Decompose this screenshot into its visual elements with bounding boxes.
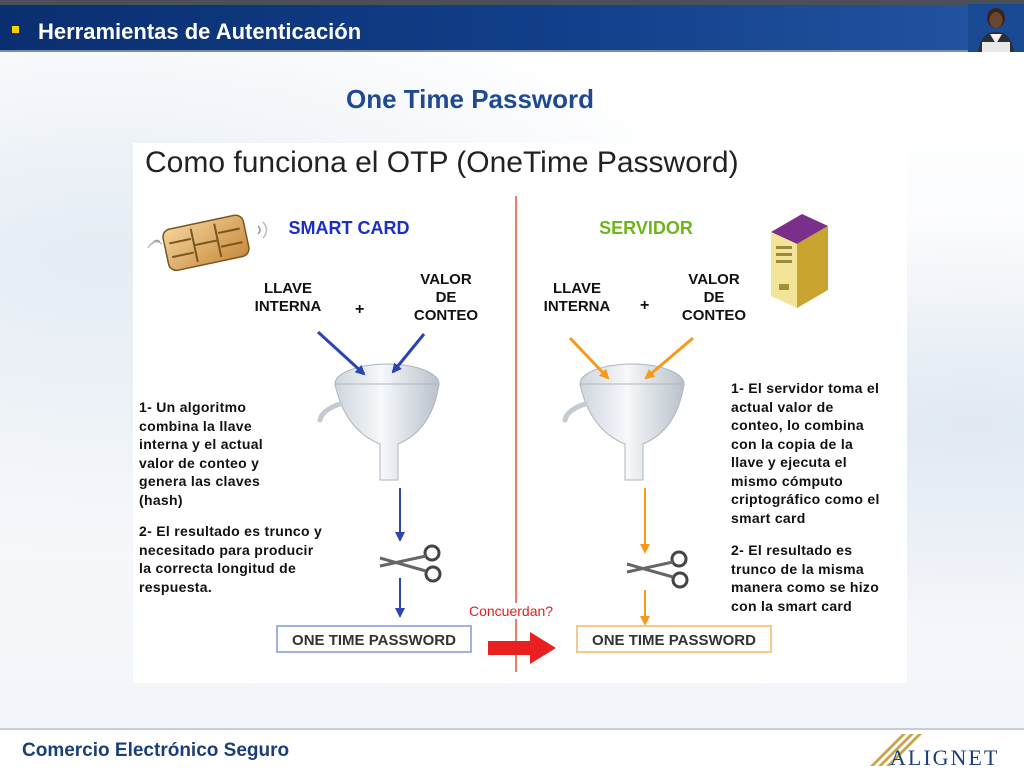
right-step-1: 1- El servidor toma el actual valor de c… xyxy=(731,379,905,527)
right-step-2: 2- El resultado es trunco de la misma ma… xyxy=(731,541,905,615)
alignet-logo-text: ALIGNET xyxy=(890,745,1000,770)
left-step-1: 1- Un algoritmo combina la llave interna… xyxy=(139,398,309,509)
smart-card-chip-icon xyxy=(147,214,268,272)
footer-text: Comercio Electrónico Seguro xyxy=(22,740,290,761)
header-title: Herramientas de Autenticación xyxy=(38,19,362,44)
slide-header: Herramientas de Autenticación xyxy=(0,0,1024,52)
match-question-label: Concuerdan? xyxy=(467,603,556,619)
center-divider xyxy=(515,196,517,672)
funnel-icon xyxy=(317,363,440,481)
left-key-label: LLAVE INTERNA xyxy=(238,280,338,316)
alignet-logo-icon xyxy=(870,734,922,766)
match-arrow-icon xyxy=(488,632,556,664)
funnel-icon xyxy=(562,363,685,481)
right-key-label: LLAVE INTERNA xyxy=(527,280,627,316)
footer-divider xyxy=(0,728,1024,730)
server-title: SERVIDOR xyxy=(556,218,736,239)
header-top-border xyxy=(0,0,1024,5)
left-otp-result: ONE TIME PASSWORD xyxy=(276,625,472,653)
right-plus-sign: + xyxy=(640,297,650,314)
scissors-icon xyxy=(626,550,689,589)
right-otp-result: ONE TIME PASSWORD xyxy=(576,625,772,653)
left-counter-label: VALOR DE CONTEO xyxy=(404,271,488,325)
person-avatar-icon xyxy=(968,4,1024,52)
server-tower-icon xyxy=(771,214,828,308)
diagram-heading: Como funciona el OTP (OneTime Password) xyxy=(145,146,739,179)
left-step-2: 2- El resultado es trunco y necesitado p… xyxy=(139,522,369,596)
square-bullet-icon xyxy=(12,26,19,33)
slide-title: One Time Password xyxy=(345,84,595,114)
scissors-icon xyxy=(379,544,442,583)
left-plus-sign: + xyxy=(355,301,365,318)
smart-card-title: SMART CARD xyxy=(276,218,422,239)
right-counter-label: VALOR DE CONTEO xyxy=(672,271,756,325)
